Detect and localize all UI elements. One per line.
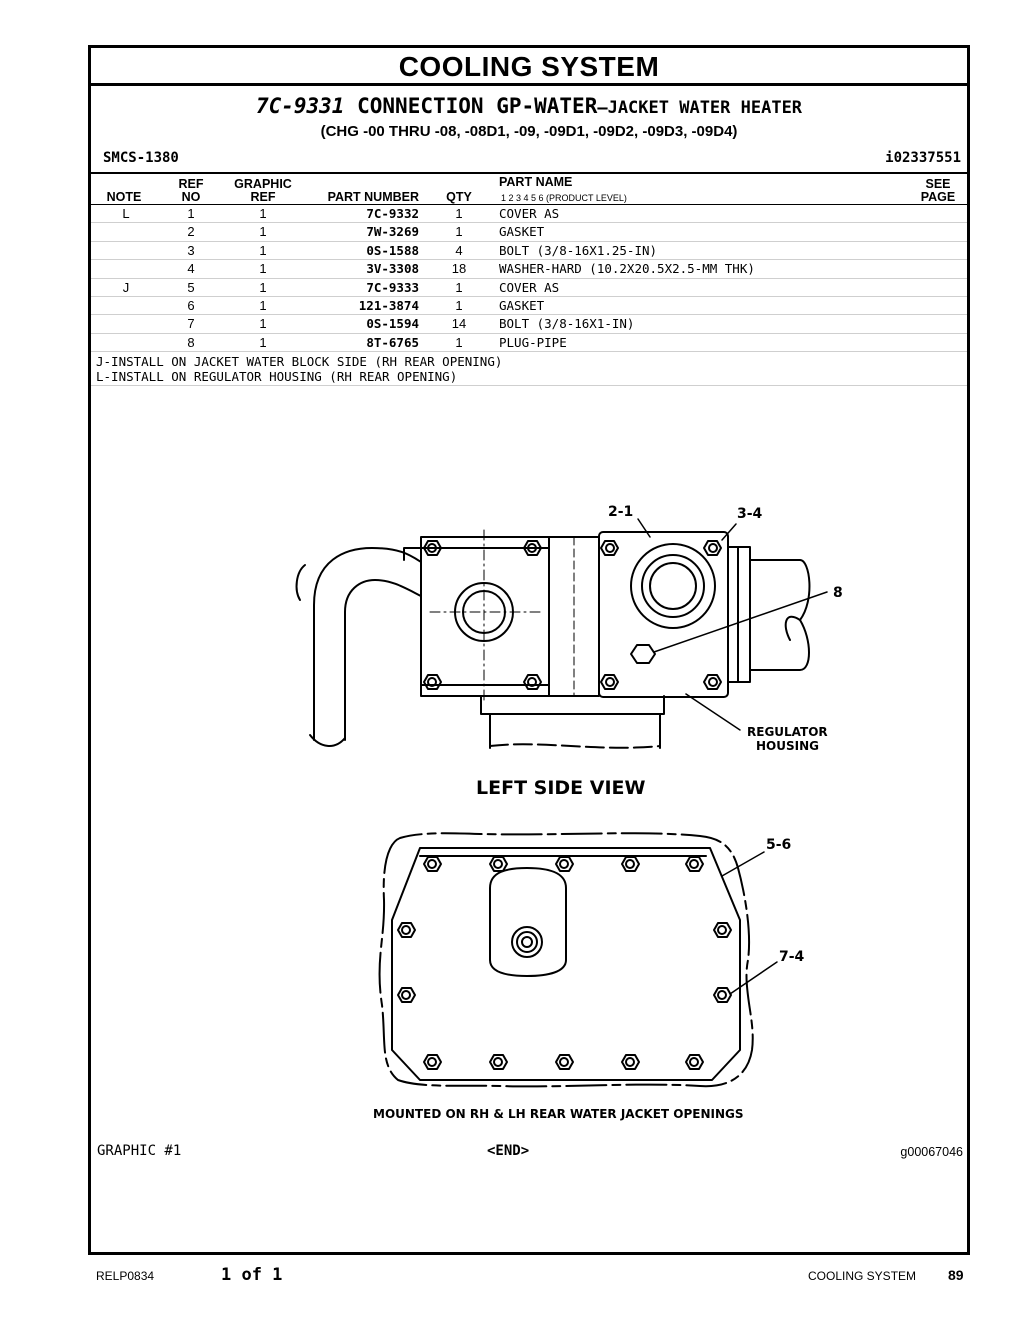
note-cell: L xyxy=(122,206,130,221)
callout-8: 8 xyxy=(833,585,843,601)
table-row: 3 1 0S-1588 4 BOLT (3/8-16X1.25-IN) xyxy=(91,242,967,261)
graphic-ref-cell: 1 xyxy=(259,316,267,332)
graphic-ref-cell: 1 xyxy=(259,224,267,240)
part-number-cell: 7C-9332 xyxy=(366,206,419,221)
col-part-number-header: PART NUMBER xyxy=(327,190,419,204)
footer-section: COOLING SYSTEM xyxy=(808,1269,917,1283)
serial-range: (CHG -00 THRU -08, -08D1, -09, -09D1, -0… xyxy=(320,123,738,140)
col-note-header: NOTE xyxy=(106,190,142,204)
table-row: 7 1 0S-1594 14 BOLT (3/8-16X1-IN) xyxy=(91,315,967,334)
graphic-ref-cell: 1 xyxy=(259,297,267,313)
col-qty-header: QTY xyxy=(446,190,472,204)
part-name-cell: BOLT (3/8-16X1-IN) xyxy=(499,316,635,332)
notes-divider xyxy=(91,385,967,386)
product-level-header: 1 2 3 4 5 6 (PRODUCT LEVEL) xyxy=(501,193,627,203)
note-cell: J xyxy=(122,279,130,295)
group-part-number: 7C-9331 xyxy=(255,94,345,118)
bolt-heads-bottom-view xyxy=(397,856,732,1070)
page-of-indicator: 1 of 1 xyxy=(221,1265,283,1285)
table-row: L 1 1 7C-9332 1 COVER AS xyxy=(91,205,967,224)
note-j: J-INSTALL ON JACKET WATER BLOCK SIDE (RH… xyxy=(96,354,503,369)
table-notes: J-INSTALL ON JACKET WATER BLOCK SIDE (RH… xyxy=(96,354,502,384)
part-name-cell: GASKET xyxy=(499,224,545,240)
col-ref-header-bottom: NO xyxy=(181,190,201,204)
part-name-cell: WASHER-HARD (10.2X20.5X2.5-MM THK) xyxy=(499,261,755,277)
page-frame: COOLING SYSTEM 7C-9331 CONNECTION GP-WAT… xyxy=(88,45,970,1255)
part-name-cell: PLUG-PIPE xyxy=(499,334,567,350)
ref-cell: 4 xyxy=(187,261,195,277)
graphic-ref-cell: 1 xyxy=(259,334,267,350)
smcs-code: SMCS-1380 xyxy=(103,150,179,166)
ref-cell: 5 xyxy=(187,279,195,295)
part-number-cell: 121-3874 xyxy=(358,297,419,313)
table-row: 2 1 7W-3269 1 GASKET xyxy=(91,223,967,242)
table-row: J 5 1 7C-9333 1 COVER AS xyxy=(91,279,967,297)
col-see-header-top: SEE xyxy=(925,177,951,191)
ref-cell: 3 xyxy=(187,242,195,258)
bolt-heads-left-view xyxy=(423,540,722,690)
callout-housing: HOUSING xyxy=(756,739,819,753)
graphic-id: g00067046 xyxy=(900,1145,963,1159)
graphic-ref-cell: 1 xyxy=(259,206,267,221)
view1-caption: LEFT SIDE VIEW xyxy=(476,777,646,799)
graphic-ref-cell: 1 xyxy=(259,279,267,295)
col-ref-header-top: REF xyxy=(178,177,204,191)
col-see-header-bottom: PAGE xyxy=(920,190,956,204)
group-suffix: –JACKET WATER HEATER xyxy=(597,98,803,118)
part-number-cell: 0S-1594 xyxy=(366,316,419,332)
ref-cell: 1 xyxy=(187,206,195,221)
col-graphic-header-top: GRAPHIC xyxy=(234,177,292,191)
header-divider xyxy=(91,172,967,174)
part-number-cell: 8T-6765 xyxy=(366,334,419,350)
doc-id: RELP0834 xyxy=(96,1269,155,1283)
end-marker: <END> xyxy=(487,1143,530,1159)
callout-5-6: 5-6 xyxy=(766,837,791,853)
part-number-cell: 7W-3269 xyxy=(366,224,419,240)
qty-cell: 1 xyxy=(455,279,463,295)
ref-cell: 6 xyxy=(187,297,195,313)
part-name-cell: BOLT (3/8-16X1.25-IN) xyxy=(499,242,658,258)
graphic-ref-cell: 1 xyxy=(259,242,267,258)
col-part-name-header: PART NAME xyxy=(499,175,573,189)
part-name-cell: COVER AS xyxy=(499,206,560,221)
ref-cell: 2 xyxy=(187,224,195,240)
section-title: COOLING SYSTEM xyxy=(91,48,967,86)
group-title: 7C-9331 CONNECTION GP-WATER–JACKET WATER… xyxy=(91,94,967,118)
part-number-cell: 0S-1588 xyxy=(366,242,419,258)
table-row: 6 1 121-3874 1 GASKET xyxy=(91,297,967,316)
qty-cell: 1 xyxy=(455,206,463,221)
qty-cell: 1 xyxy=(455,334,463,350)
col-graphic-header-bottom: REF xyxy=(250,190,276,204)
ref-cell: 8 xyxy=(187,334,195,350)
page-number: 89 xyxy=(948,1267,964,1283)
part-name-cell: COVER AS xyxy=(499,279,560,295)
table-row: 4 1 3V-3308 18 WASHER-HARD (10.2X20.5X2.… xyxy=(91,260,967,279)
callout-regulator: REGULATOR xyxy=(747,725,828,739)
view2-caption: MOUNTED ON RH & LH REAR WATER JACKET OPE… xyxy=(373,1107,744,1121)
info-id: i02337551 xyxy=(885,150,961,166)
qty-cell: 14 xyxy=(451,316,467,332)
group-name: CONNECTION GP-WATER xyxy=(357,94,598,118)
qty-cell: 4 xyxy=(455,242,463,258)
qty-cell: 18 xyxy=(451,261,467,277)
qty-cell: 1 xyxy=(455,297,463,313)
graphic-ref-cell: 1 xyxy=(259,261,267,277)
note-l: L-INSTALL ON REGULATOR HOUSING (RH REAR … xyxy=(96,369,458,384)
parts-table-body: L 1 1 7C-9332 1 COVER AS 2 1 7W-3269 1 G… xyxy=(91,205,967,353)
part-name-cell: GASKET xyxy=(499,297,545,313)
callout-3-4: 3-4 xyxy=(737,506,763,522)
ref-cell: 7 xyxy=(187,316,195,332)
qty-cell: 1 xyxy=(455,224,463,240)
table-header-rule xyxy=(91,204,967,205)
graphic-label: GRAPHIC #1 xyxy=(97,1143,182,1159)
callout-7-4: 7-4 xyxy=(779,949,805,965)
part-number-cell: 7C-9333 xyxy=(366,279,419,295)
callout-2-1: 2-1 xyxy=(608,504,633,520)
part-number-cell: 3V-3308 xyxy=(366,261,419,277)
table-row: 8 1 8T-6765 1 PLUG-PIPE xyxy=(91,334,967,353)
